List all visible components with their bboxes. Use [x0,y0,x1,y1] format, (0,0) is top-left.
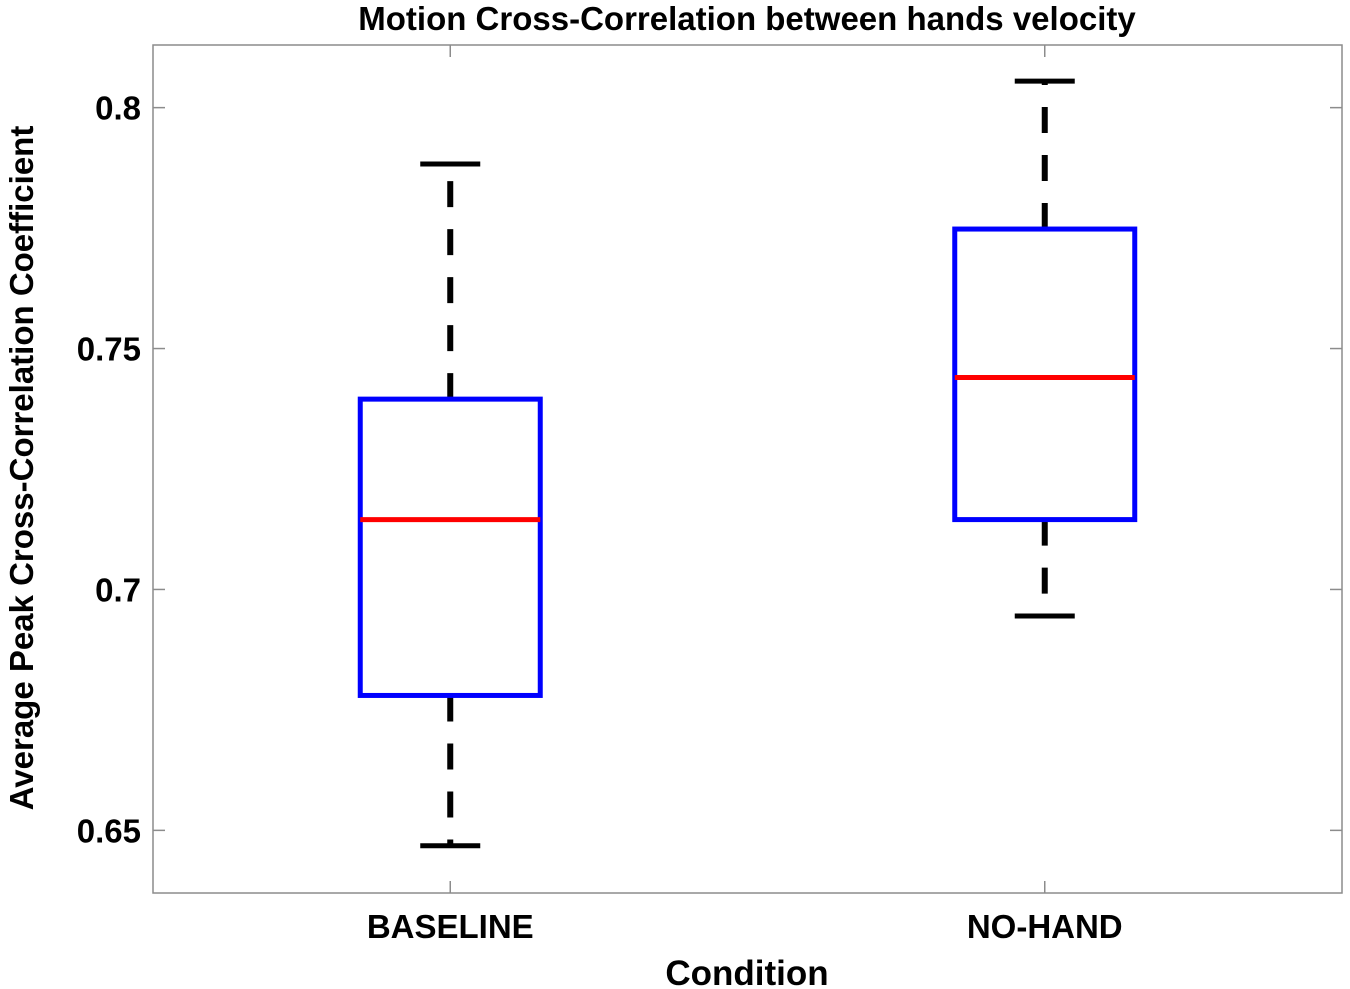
tick-marks [153,45,1342,893]
chart-title: Motion Cross-Correlation between hands v… [358,0,1136,37]
y-axis-label: Average Peak Cross-Correlation Coefficie… [3,126,40,811]
x-tick-label: NO-HAND [967,908,1123,945]
x-tick-label: BASELINE [367,908,534,945]
boxes [357,78,1138,849]
box-baseline [357,161,543,849]
y-tick-label: 0.8 [95,90,141,127]
y-tick-label: 0.65 [77,812,141,849]
y-tick-label: 0.7 [95,571,141,608]
box-no-hand [952,78,1138,619]
iqr-box [357,396,543,698]
x-axis-label: Condition [665,954,828,989]
plot-area [152,44,1343,894]
iqr-box [952,226,1138,523]
y-tick-label: 0.75 [77,331,141,368]
